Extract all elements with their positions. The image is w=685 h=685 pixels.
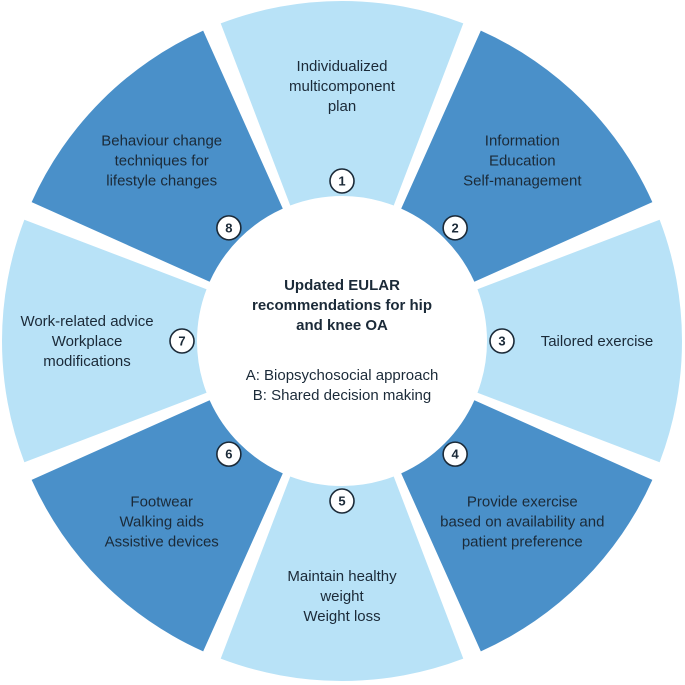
badge-number: 5 xyxy=(338,494,345,509)
badge-circle xyxy=(442,215,468,241)
segment-7-label-line: modifications xyxy=(43,353,131,370)
badge-6: 6 xyxy=(216,441,242,467)
badge-8: 8 xyxy=(216,215,242,241)
badge-2: 2 xyxy=(442,215,468,241)
segment-1-label-line: multicomponent xyxy=(289,78,396,95)
center-title-line: recommendations for hip xyxy=(252,297,432,314)
segment-1-label-line: plan xyxy=(328,98,356,115)
segment-5-label-line: Maintain healthy xyxy=(287,568,397,585)
segment-3-label: Tailored exercise xyxy=(541,333,654,350)
segment-6-label-line: Assistive devices xyxy=(105,533,219,550)
segment-1-label-line: Individualized xyxy=(297,58,388,75)
segment-8-label-line: techniques for xyxy=(115,153,209,170)
segment-3 xyxy=(477,219,682,463)
badge-4: 4 xyxy=(442,441,468,467)
badge-circle xyxy=(329,168,355,194)
badge-circle xyxy=(216,215,242,241)
segment-2-label-line: Education xyxy=(489,153,556,170)
segment-8-label-line: Behaviour change xyxy=(101,133,222,150)
badge-7: 7 xyxy=(169,328,195,354)
segment-2-label-line: Information xyxy=(485,133,560,150)
center-subtitle-line: B: Shared decision making xyxy=(253,387,431,404)
badge-1: 1 xyxy=(329,168,355,194)
center-subtitle-line: A: Biopsychosocial approach xyxy=(246,367,439,384)
center-circle xyxy=(199,198,485,484)
center-subtitle: A: Biopsychosocial approach B: Shared dec… xyxy=(246,367,439,404)
segment-3-label-line: Tailored exercise xyxy=(541,333,654,350)
center-title-line: Updated EULAR xyxy=(284,277,400,294)
segment-6-label-line: Walking aids xyxy=(119,513,203,530)
segment-4-label-line: based on availability and xyxy=(440,513,604,530)
center-text: Updated EULAR recommendations for hip and … xyxy=(246,277,439,404)
segment-5-label-line: Weight loss xyxy=(303,608,380,625)
segment-7 xyxy=(1,219,207,463)
badge-circle xyxy=(442,441,468,467)
badge-number: 8 xyxy=(225,220,232,235)
number-badges: 1 2 3 4 5 6 7 8 xyxy=(169,168,515,514)
segment-8-label-line: lifestyle changes xyxy=(106,173,217,190)
segment-4-label-line: Provide exercise xyxy=(467,493,578,510)
segment-1 xyxy=(220,1,464,206)
badge-number: 7 xyxy=(178,334,185,349)
badge-5: 5 xyxy=(329,488,355,514)
segment-6-label-line: Footwear xyxy=(130,493,193,510)
badge-number: 2 xyxy=(452,220,459,235)
badge-circle xyxy=(489,328,515,354)
segment-5 xyxy=(220,476,464,681)
center-title-line: and knee OA xyxy=(296,317,388,334)
segment-4-label-line: patient preference xyxy=(462,533,583,550)
badge-number: 3 xyxy=(498,334,505,349)
segment-7-label-line: Work-related advice xyxy=(20,313,153,330)
badge-number: 1 xyxy=(338,174,345,189)
segment-5-label-line: weight xyxy=(319,588,364,605)
badge-number: 4 xyxy=(452,447,460,462)
segment-8-label: Behaviour change techniques for lifestyle … xyxy=(101,133,222,190)
segment-4-label: Provide exercise based on availability an… xyxy=(440,493,604,550)
segment-1-label: Individualized multicomponent plan xyxy=(289,58,396,115)
badge-circle xyxy=(216,441,242,467)
badge-circle xyxy=(169,328,195,354)
badge-circle xyxy=(329,488,355,514)
badge-3: 3 xyxy=(489,328,515,354)
segment-2-label-line: Self-management xyxy=(463,173,582,190)
center-title: Updated EULAR recommendations for hip and … xyxy=(252,277,432,334)
segment-7-label-line: Workplace xyxy=(52,333,123,350)
badge-number: 6 xyxy=(225,447,232,462)
